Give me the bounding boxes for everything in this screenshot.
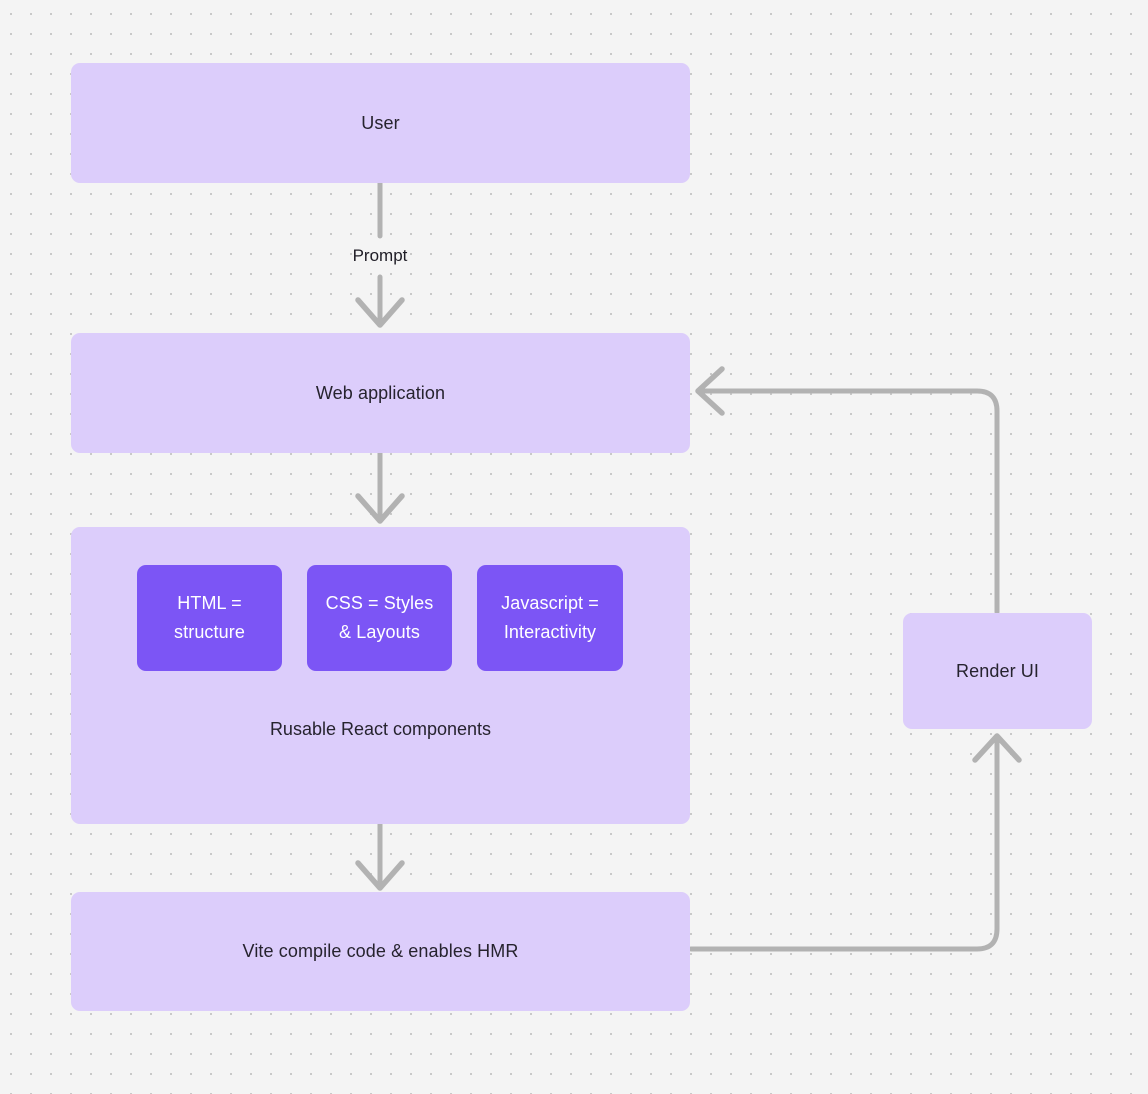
node-vite-label: Vite compile code & enables HMR bbox=[242, 941, 519, 961]
node-vite[interactable]: Vite compile code & enables HMR bbox=[71, 892, 690, 1011]
edge-render-ui-to-web bbox=[695, 388, 1000, 615]
node-javascript-label: Javascript = Interactivity bbox=[501, 593, 599, 642]
node-web-application-label: Web application bbox=[315, 382, 446, 403]
edge-vite-to-render-ui bbox=[688, 734, 1000, 952]
node-css[interactable]: CSS = Styles & Layouts bbox=[307, 565, 452, 671]
node-user-label: User bbox=[361, 112, 400, 133]
node-javascript[interactable]: Javascript = Interactivity bbox=[477, 565, 623, 671]
node-render-ui[interactable]: Render UI bbox=[903, 613, 1092, 729]
node-user[interactable]: User bbox=[71, 63, 690, 183]
node-web-application[interactable]: Web application bbox=[71, 333, 690, 453]
arrowhead-up-to-render-ui bbox=[972, 733, 1022, 763]
arrowhead-down-to-vite bbox=[355, 860, 405, 891]
node-render-ui-label: Render UI bbox=[956, 660, 1039, 681]
edge-label-prompt: Prompt bbox=[352, 246, 408, 265]
group-caption-reusable-react-components: Rusable React components bbox=[269, 719, 492, 739]
node-css-label: CSS = Styles & Layouts bbox=[325, 593, 434, 642]
arrowhead-down-to-web-application bbox=[355, 297, 405, 328]
node-html[interactable]: HTML = structure bbox=[137, 565, 282, 671]
arrowhead-down-to-components bbox=[355, 493, 405, 524]
node-html-label: HTML = structure bbox=[174, 593, 245, 642]
arrowhead-left-to-web-application bbox=[695, 366, 725, 416]
